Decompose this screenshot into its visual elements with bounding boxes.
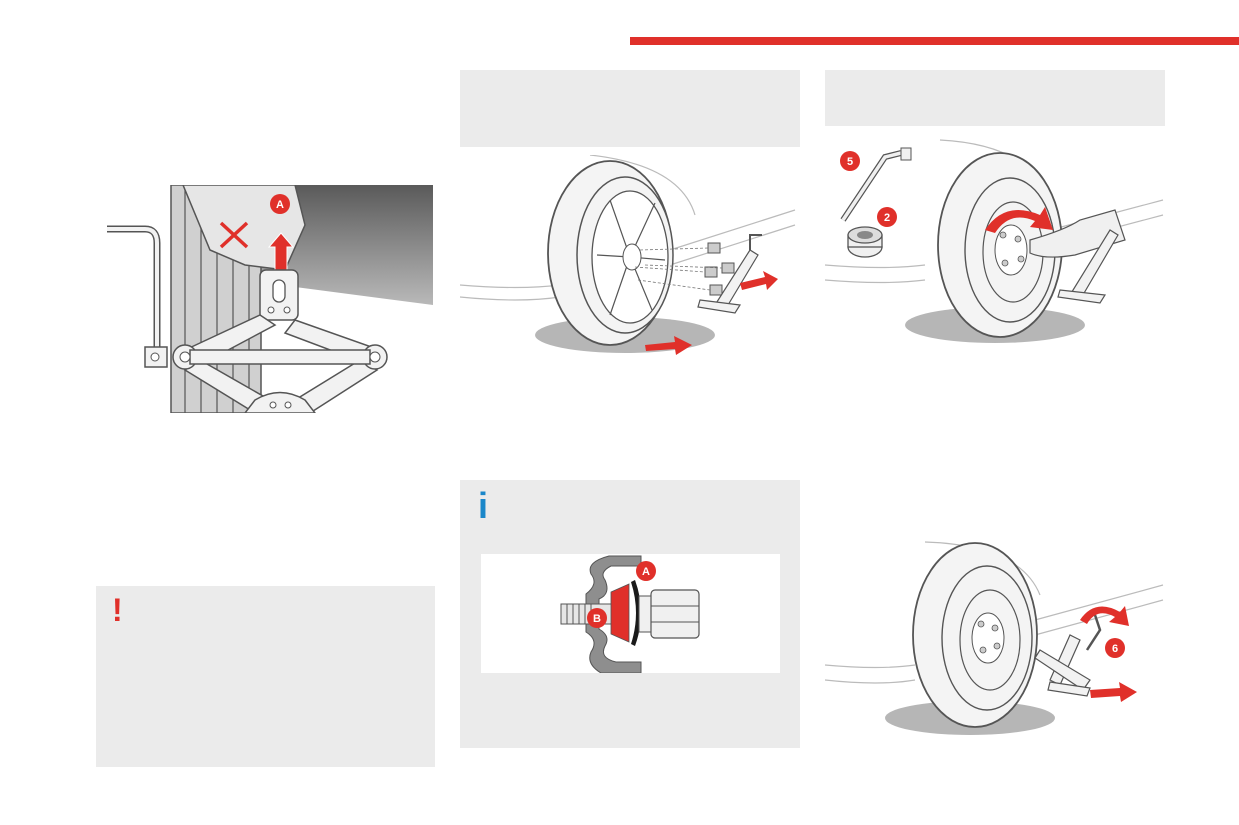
lower-jack-illustration: 6 (825, 540, 1165, 740)
badge-6-label: 6 (1112, 643, 1118, 655)
header-accent-bar (630, 37, 1239, 45)
badge-2-label: 2 (884, 212, 890, 224)
badge-5-label: 5 (847, 156, 853, 168)
jack-position-illustration: A (105, 185, 435, 413)
exclamation-icon: ! (112, 592, 123, 628)
step-heading-panel-left (460, 70, 800, 147)
badge-a-label: A (276, 199, 284, 211)
wheel-removal-illustration (460, 155, 800, 370)
step-heading-panel-right (825, 70, 1165, 126)
badge-a-bolt-label: A (642, 566, 650, 578)
bolt-detail-inset (481, 554, 780, 673)
warning-panel (96, 586, 435, 767)
badge-b-label: B (593, 613, 601, 625)
tools-tightening-illustration: 5 2 (825, 135, 1165, 350)
bolt-detail-illustration: A B (481, 554, 780, 673)
info-icon: i (478, 485, 489, 526)
